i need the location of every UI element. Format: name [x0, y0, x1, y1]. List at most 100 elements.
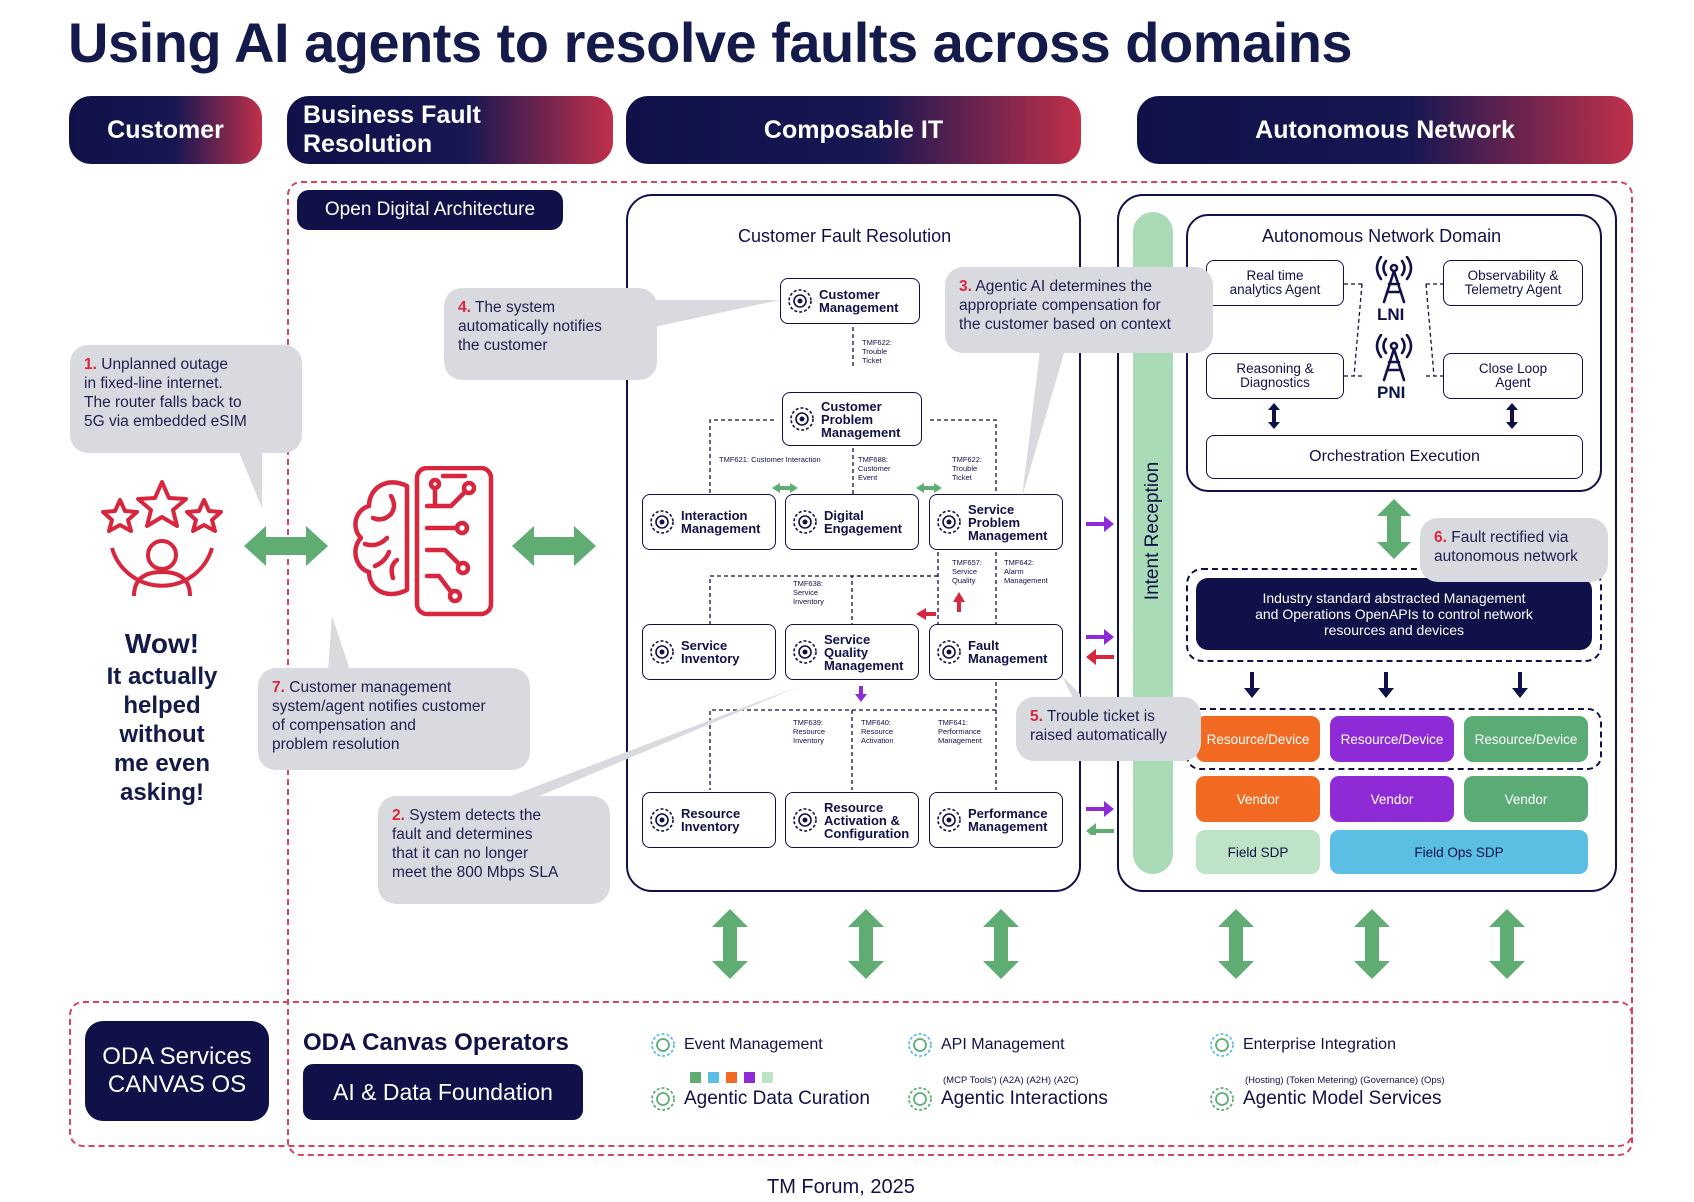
header-business-fault-resolution: Business Fault Resolution [287, 96, 613, 164]
component-label: Digital Engagement [824, 508, 903, 536]
industry-api-box[interactable]: Industry standard abstracted Management … [1196, 578, 1592, 650]
reasoning-diagnostics-agent[interactable]: Reasoning & Diagnostics [1206, 353, 1344, 399]
component-label: Service Inventory [681, 638, 740, 666]
component-label: Fault Management [968, 638, 1048, 666]
callout-7: 7. Customer management system/agent noti… [258, 668, 530, 770]
vendor-orange[interactable]: Vendor [1196, 776, 1320, 822]
fault-management-component[interactable]: Fault Management [929, 624, 1063, 680]
api-management-item: API Management [907, 1032, 1065, 1058]
an-domain-title: Autonomous Network Domain [1262, 226, 1502, 246]
an-domain-links [1344, 283, 1444, 377]
customer-quote: It actually helped without me even askin… [106, 663, 218, 806]
swatch [690, 1072, 701, 1083]
vertical-arrow-icon [1268, 403, 1280, 429]
gear-icon [650, 510, 674, 534]
orchestration-execution[interactable]: Orchestration Execution [1206, 435, 1583, 479]
vendor-purple[interactable]: Vendor [1330, 776, 1454, 822]
antenna-icon [1375, 334, 1413, 382]
component-label: Resource Inventory [681, 806, 741, 834]
callout-1: 1. Unplanned outage in fixed-line intern… [70, 345, 302, 453]
oda-canvas-operators-title: ODA Canvas Operators [303, 1029, 569, 1056]
antenna-icon [1375, 256, 1413, 304]
event-management-item: Event Management [650, 1032, 823, 1058]
ai-data-foundation: AI & Data Foundation [303, 1064, 583, 1120]
field-ops-sdp[interactable]: Field Ops SDP [1330, 830, 1588, 874]
swatch [726, 1072, 737, 1083]
cfr-connectors [709, 306, 997, 790]
tmf639-label: TMF639: Resource Inventory [793, 718, 826, 745]
gear-icon [908, 1087, 932, 1111]
tmf622-label: TMF622: Trouble Ticket [862, 338, 893, 365]
vertical-double-arrow-row [712, 909, 1525, 979]
service-inventory-component[interactable]: Service Inventory [642, 624, 776, 680]
customer-wow: Wow! [124, 628, 200, 659]
swatch [744, 1072, 755, 1083]
color-swatch-row [690, 1072, 773, 1083]
callout-3: 3. Agentic AI determines the appropriate… [945, 267, 1213, 353]
component-label: Customer Management [819, 287, 899, 315]
gear-icon [793, 640, 817, 664]
customer-problem-management-component[interactable]: Customer Problem Management [782, 392, 922, 446]
service-quality-management-component[interactable]: Service Quality Management [785, 624, 919, 680]
performance-management-component[interactable]: Performance Management [929, 792, 1063, 848]
gear-icon [937, 510, 961, 534]
oda-label: Open Digital Architecture [297, 190, 563, 230]
gear-icon [1210, 1033, 1234, 1057]
customer-stars-icon [101, 480, 223, 597]
resource-device-green[interactable]: Resource/Device [1464, 716, 1588, 762]
agentic-model-subtitle: (Hosting) (Token Metering) (Governance) … [1245, 1075, 1445, 1086]
lni-label: LNI [1377, 305, 1405, 324]
tmf688-label: TMF688: Customer Event [858, 455, 891, 482]
resource-device-orange[interactable]: Resource/Device [1196, 716, 1320, 762]
close-loop-agent[interactable]: Close Loop Agent [1443, 353, 1583, 399]
component-label: Interaction Management [681, 508, 761, 536]
tmf657-label: TMF657: Service Quality [952, 558, 983, 585]
pni-label: PNI [1377, 383, 1406, 402]
cfr-intent-arrows [1086, 516, 1114, 835]
gear-icon [650, 640, 674, 664]
cfr-title: Customer Fault Resolution [738, 226, 952, 246]
gear-icon [937, 808, 961, 832]
vertical-arrow-icon [1506, 403, 1518, 429]
enterprise-integration-item: Enterprise Integration [1209, 1032, 1396, 1058]
vendor-green[interactable]: Vendor [1464, 776, 1588, 822]
header-composable-it: Composable IT [626, 96, 1081, 164]
gear-icon [650, 808, 674, 832]
agentic-interactions-item: Agentic Interactions [907, 1086, 1108, 1112]
tmf621-label: TMF621: Customer Interaction [719, 455, 821, 464]
tmf641-label: TMF641: Performance Management [938, 718, 982, 745]
component-label: Performance Management [968, 806, 1048, 834]
customer-management-component[interactable]: Customer Management [780, 278, 920, 324]
vertical-double-arrow-icon [1377, 499, 1411, 559]
gear-icon [651, 1087, 675, 1111]
tmf622b-label: TMF622: Trouble Ticket [952, 455, 983, 482]
resource-device-purple[interactable]: Resource/Device [1330, 716, 1454, 762]
digital-engagement-component[interactable]: Digital Engagement [785, 494, 919, 550]
header-autonomous-network: Autonomous Network [1137, 96, 1633, 164]
component-label: Service Quality Management [824, 631, 904, 673]
callout-4: 4. The system automatically notifies the… [444, 288, 657, 380]
double-arrow-icon [244, 526, 328, 566]
double-arrow-icon [512, 526, 596, 566]
callout-6: 6. Fault rectified via autonomous networ… [1420, 518, 1608, 582]
credit-text: TM Forum, 2025 [767, 1176, 915, 1198]
gear-icon [793, 808, 817, 832]
agentic-interactions-subtitle: (MCP Tools') (A2A) (A2H) (A2C) [943, 1075, 1079, 1086]
resource-activation-component[interactable]: Resource Activation & Configuration [785, 792, 919, 848]
component-label: Customer Problem Management [821, 398, 901, 440]
callout-2: 2. System detects the fault and determin… [378, 796, 610, 904]
interaction-management-component[interactable]: Interaction Management [642, 494, 776, 550]
swatch [762, 1072, 773, 1083]
gear-icon [790, 407, 814, 431]
callout-5: 5. Trouble ticket is raised automaticall… [1016, 697, 1201, 761]
observability-telemetry-agent[interactable]: Observability & Telemetry Agent [1443, 260, 1583, 306]
resource-inventory-component[interactable]: Resource Inventory [642, 792, 776, 848]
industry-api-frame [1186, 568, 1602, 662]
header-customer: Customer [69, 96, 262, 164]
gear-icon [937, 640, 961, 664]
service-problem-management-component[interactable]: Service Problem Management [929, 494, 1063, 550]
field-sdp[interactable]: Field SDP [1196, 830, 1320, 874]
realtime-analytics-agent[interactable]: Real time analytics Agent [1206, 260, 1344, 306]
component-label: Service Problem Management [968, 501, 1048, 543]
